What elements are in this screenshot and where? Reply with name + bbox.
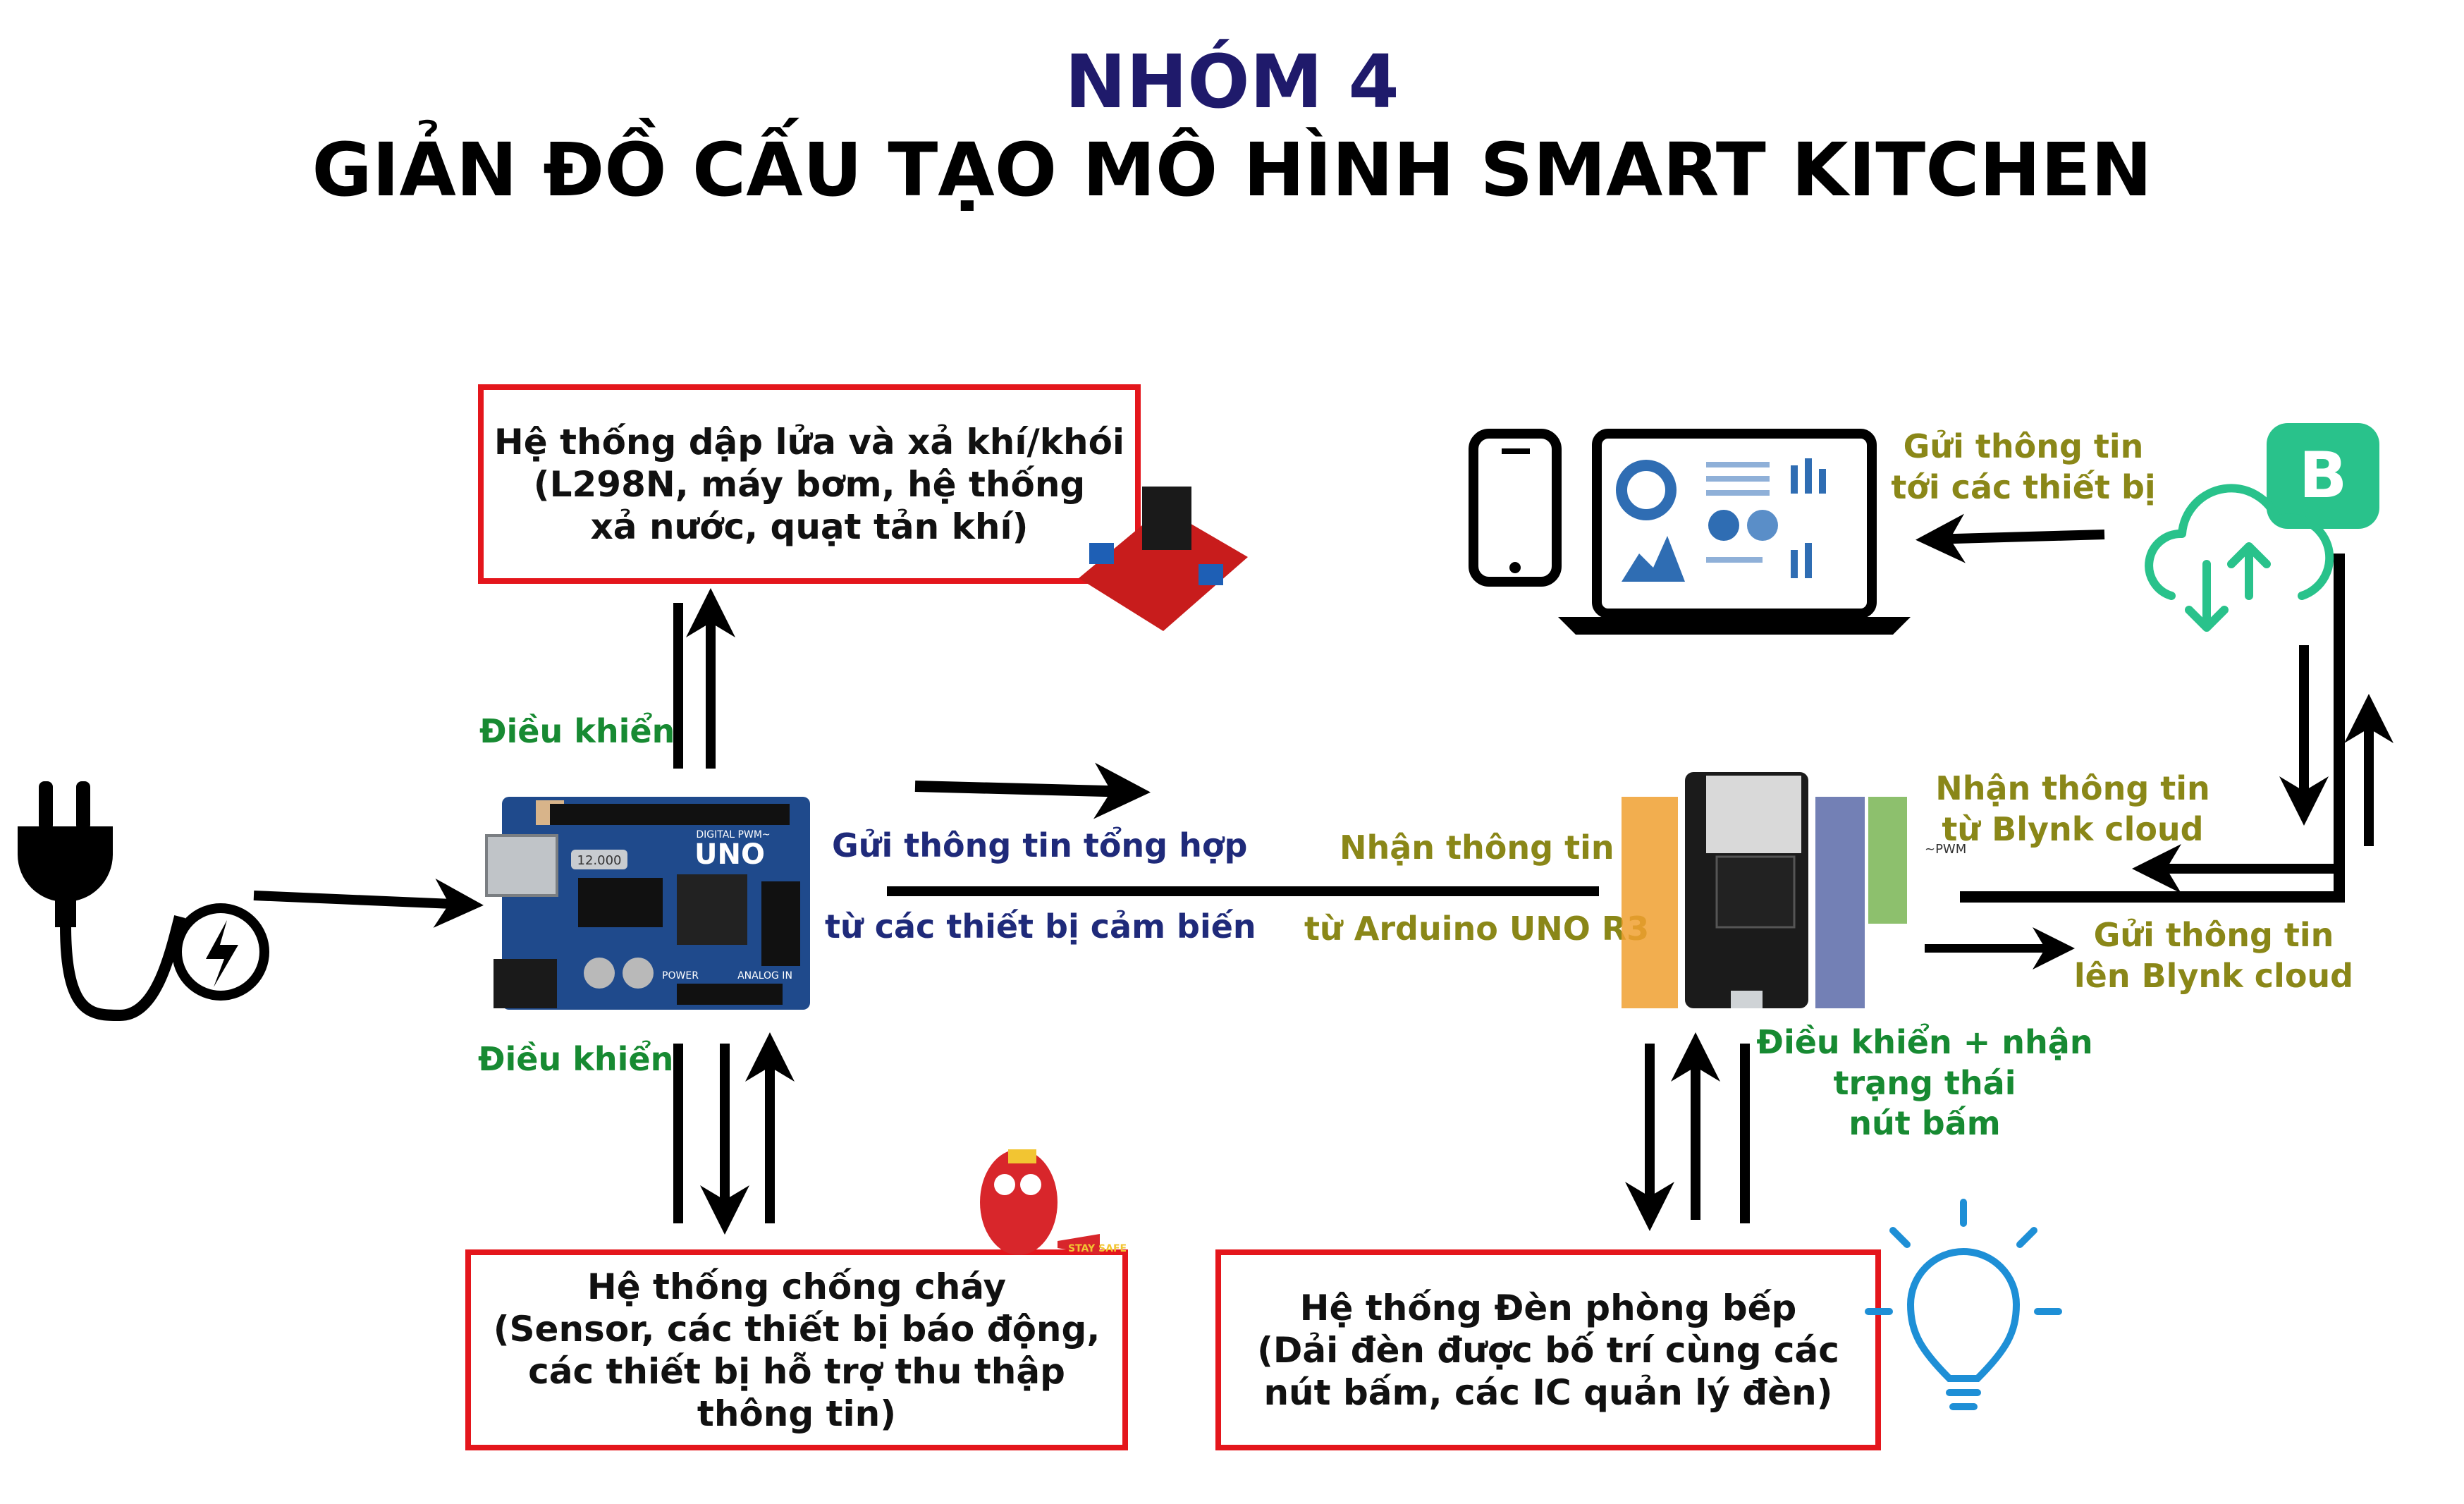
label-control-bottom: Điều khiển — [478, 1040, 674, 1078]
label-send-blynk: Gửi thông tin lên Blynk cloud — [2059, 915, 2369, 996]
uno-crystal-label: 12.000 — [577, 853, 622, 868]
fire-extinguisher-icon: STAY SAFE — [980, 1149, 1127, 1255]
label-receive-info-2: từ Arduino UNO R3 — [1304, 910, 1650, 948]
box-line: Hệ thống Đèn phòng bếp — [1299, 1287, 1797, 1328]
page-title: GIẢN ĐỒ CẤU TẠO MÔ HÌNH SMART KITCHEN — [312, 127, 2152, 213]
esp8266-board: ~PWM — [1622, 772, 1966, 1008]
box-line: nút bấm, các IC quản lý đèn) — [1263, 1371, 1833, 1413]
label-send-devices: Gửi thông tin tới các thiết bị — [1875, 427, 2171, 508]
label-line: lên Blynk cloud — [2073, 956, 2354, 995]
fire-protection-box: Hệ thống chống cháy (Sensor, các thiết b… — [465, 1249, 1128, 1450]
label-receive-blynk: Nhận thông tin từ Blynk cloud — [1918, 769, 2228, 850]
esp-right-pins — [1815, 797, 1907, 1008]
label-line: trạng thái — [1833, 1063, 2016, 1102]
label-line: Gửi thông tin — [1903, 427, 2144, 465]
extinguisher-tag: STAY SAFE — [1068, 1243, 1127, 1254]
label-line: từ Blynk cloud — [1942, 809, 2204, 848]
light-bulb-icon — [1865, 1199, 2062, 1410]
label-line: Điều khiển + nhận — [1756, 1023, 2093, 1061]
label-line: nút bấm — [1849, 1104, 2001, 1142]
arduino-uno-board: 12.000 UNO DIGITAL PWM~ POWER ANALOG IN — [485, 797, 810, 1010]
arrow-to-esp — [914, 762, 1151, 819]
blynk-letter: B — [2299, 439, 2348, 513]
laptop-dashboard-icon — [1558, 429, 1911, 635]
box-line: (L298N, máy bơm, hệ thống — [533, 463, 1086, 505]
uno-analog-label: ANALOG IN — [737, 970, 792, 982]
label-receive-info-1: Nhận thông tin — [1340, 829, 1614, 867]
label-control-button: Điều khiển + nhận trạng thái nút bấm — [1748, 1022, 2101, 1144]
label-send-summary-1: Gửi thông tin tổng hợp — [832, 826, 1248, 864]
arrow-to-devices — [1916, 513, 2105, 563]
box-line: (Sensor, các thiết bị báo động, — [493, 1308, 1101, 1350]
uno-power-label: POWER — [662, 970, 699, 982]
label-line: Gửi thông tin — [2093, 916, 2334, 954]
box-line: Hệ thống chống cháy — [587, 1266, 1007, 1307]
label-line: tới các thiết bị — [1891, 467, 2156, 506]
uno-digital-label: DIGITAL PWM~ — [696, 829, 770, 840]
fire-suppression-box: Hệ thống dập lửa và xả khí/khói (L298N, … — [478, 384, 1141, 584]
box-line: Hệ thống dập lửa và xả khí/khói — [494, 421, 1125, 463]
box-line: các thiết bị hỗ trợ thu thập thông tin) — [528, 1350, 1065, 1434]
esp-pwm-label: ~PWM — [1925, 842, 1966, 857]
kitchen-lights-box: Hệ thống Đèn phòng bếp (Dải đèn được bố … — [1215, 1249, 1881, 1450]
label-send-summary-2: từ các thiết bị cảm biến — [825, 907, 1256, 946]
label-control-top: Điều khiển — [479, 712, 675, 750]
esp-left-pins — [1622, 797, 1678, 1008]
power-arrow — [253, 878, 484, 928]
cloud-sync-icon — [2145, 484, 2334, 632]
uno-logo: UNO — [694, 838, 765, 871]
motor-driver-board-icon — [1079, 487, 1248, 631]
label-line: Nhận thông tin — [1935, 769, 2210, 807]
phone-icon — [1469, 429, 1562, 587]
esp-blynk-connection — [1960, 554, 2345, 903]
box-line: xả nước, quạt tản khí) — [590, 506, 1029, 547]
group-title: NHÓM 4 — [1065, 39, 1399, 125]
blynk-logo-icon: B — [2267, 423, 2379, 529]
box-line: (Dải đèn được bố trí cùng các — [1257, 1329, 1839, 1371]
power-plug-icon — [18, 781, 269, 1022]
